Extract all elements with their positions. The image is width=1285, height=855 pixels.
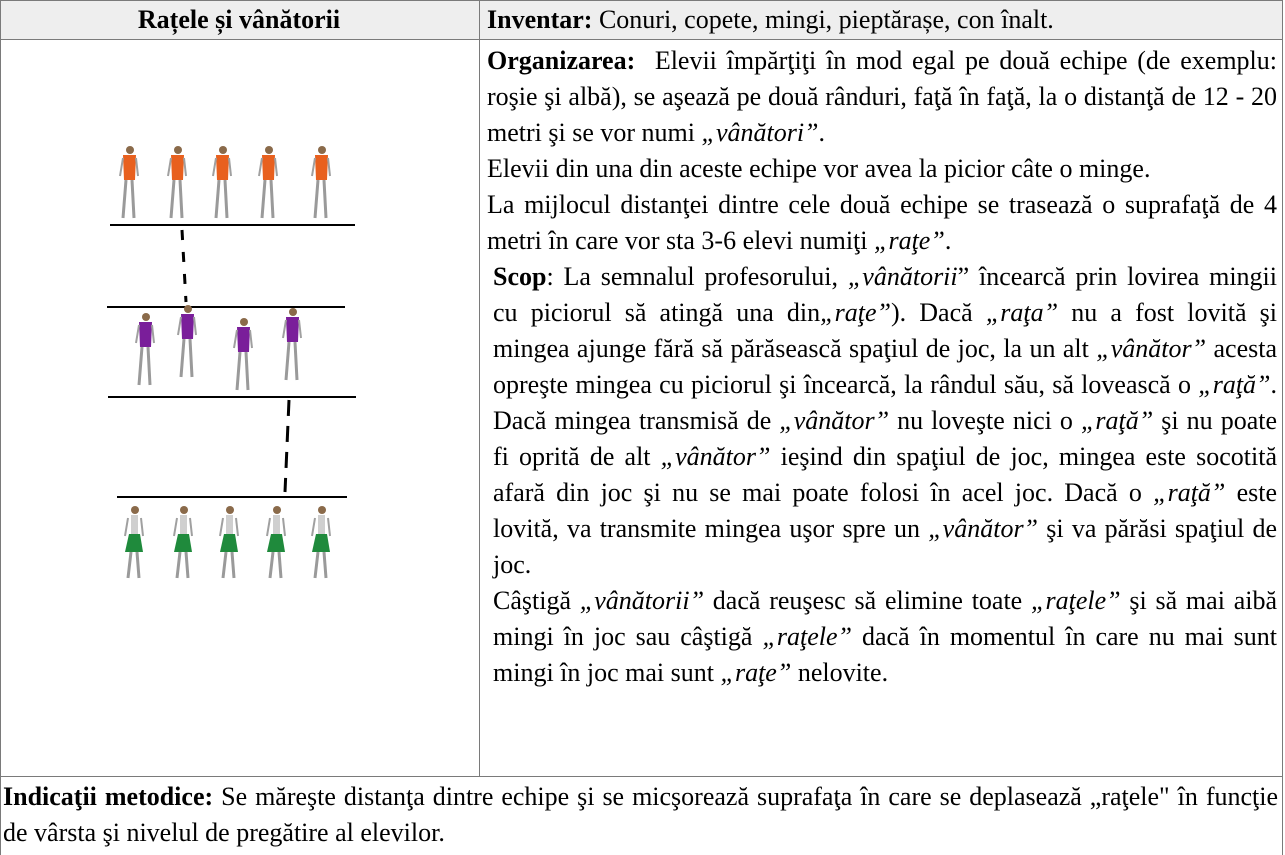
description-cell: Organizarea: Elevii împărţiţi în mod ega… <box>487 43 1277 691</box>
goal-text: este lovită, va transmite mingea uşor sp… <box>493 478 1278 543</box>
organization-text-1-end: . <box>818 118 826 147</box>
field-lines <box>107 224 356 498</box>
hunters-bottom-group <box>124 506 331 579</box>
goal-text: ). Dacă <box>890 298 986 327</box>
table-border-right <box>1282 0 1283 855</box>
goal-paragraph: Scop: La semnalul profesorului, „vânător… <box>487 259 1277 583</box>
duck-figure <box>135 313 155 386</box>
goal-term: „vânător” <box>928 514 1039 543</box>
distance-marker-top <box>180 229 188 303</box>
win-term: „raţele” <box>762 622 853 651</box>
goal-term: „raţe” <box>820 298 891 327</box>
organization-area-paragraph: La mijlocul distanţei dintre cele două e… <box>487 187 1277 259</box>
duck-figure <box>282 308 302 381</box>
column-divider <box>479 0 480 777</box>
duck-figure <box>177 305 197 378</box>
win-term: „raţe” <box>720 658 792 687</box>
organization-term-hunters: „vânători” <box>701 118 819 147</box>
hunter-bottom-figure <box>219 506 239 579</box>
game-field-diagram <box>107 146 356 579</box>
win-paragraph: Câştigă „vânătorii” dacă reuşesc să elim… <box>487 583 1277 691</box>
hunter-top-figure <box>258 146 278 219</box>
inventory-cell: Inventar: Conuri, copete, mingi, pieptăr… <box>487 2 1277 38</box>
distance-marker-bottom <box>283 399 291 493</box>
goal-term: „vânător” <box>779 406 890 435</box>
win-term: „raţele” <box>1031 586 1121 615</box>
organization-ball-paragraph: Elevii din una din aceste echipe vor ave… <box>487 154 1151 183</box>
hunter-top-figure <box>311 146 331 219</box>
organization-paragraph: Organizarea: Elevii împărţiţi în mod ega… <box>487 43 1277 151</box>
win-text: Câştigă <box>493 586 580 615</box>
hunter-top-figure <box>212 146 232 219</box>
hunter-top-figure <box>119 146 139 219</box>
organization-label: Organizarea: <box>487 46 636 75</box>
hunter-bottom-figure <box>311 506 331 579</box>
goal-term: „raţă” <box>1198 370 1271 399</box>
hunter-top-figure <box>167 146 187 219</box>
goal-term: „raţă” <box>1080 406 1154 435</box>
goal-term: „vânătorii <box>847 262 958 291</box>
win-text: nelovite. <box>791 658 889 687</box>
table-border-left <box>0 0 1 855</box>
footer-row-divider <box>0 776 1283 777</box>
goal-text: : La semnalul profesorului, <box>546 262 848 291</box>
organization-text-3-end: . <box>944 226 952 255</box>
win-text: dacă în momentul în care nu mai sunt min… <box>493 622 1277 687</box>
hunters-top-group <box>119 146 331 219</box>
goal-text: nu a fost lovită şi mingea ajunge fără s… <box>493 298 1277 363</box>
goal-term: „vânător” <box>1096 334 1207 363</box>
goal-text: nu loveşte nici o <box>889 406 1081 435</box>
ducks-group <box>135 305 302 391</box>
organization-text-3: La mijlocul distanţei dintre cele două e… <box>487 190 1277 255</box>
goal-term: „raţă” <box>1153 478 1226 507</box>
methodical-notes: Indicaţii metodice: Se măreşte distanţa … <box>3 779 1278 851</box>
goal-label: Scop <box>493 262 547 291</box>
goal-text: ieşind din spaţiul de joc, mingea este s… <box>493 442 1277 507</box>
goal-text: şi nu poate fi oprită de alt <box>493 406 1277 471</box>
goal-text: ” încearcă prin lovirea mingii cu picior… <box>493 262 1277 327</box>
duck-figure <box>233 318 253 391</box>
win-term: „vânătorii” <box>579 586 705 615</box>
hunter-bottom-figure <box>124 506 144 579</box>
game-title: Rațele și vânătorii <box>137 5 341 34</box>
header-row-background <box>1 1 1282 39</box>
goal-term: „vânător” <box>660 442 771 471</box>
inventory-text: Conuri, copete, mingi, pieptărașe, con î… <box>598 5 1054 34</box>
methodical-label: Indicaţii metodice: <box>3 782 214 811</box>
header-row-divider <box>0 39 1283 40</box>
goal-text: şi va părăsi spaţiul de joc. <box>493 514 1277 579</box>
table-border-top <box>0 0 1283 1</box>
goal-text: . Dacă mingea transmisă de <box>493 370 1277 435</box>
methodical-text: Se măreşte distanţa dintre echipe şi se … <box>3 782 1279 847</box>
goal-term: „raţa” <box>985 298 1059 327</box>
organization-term-ducks: „raţe” <box>874 226 945 255</box>
hunter-bottom-figure <box>173 506 193 579</box>
organization-text-1: Elevii împărţiţi în mod egal pe două ech… <box>487 46 1277 147</box>
win-text: dacă reuşesc să elimine toate <box>704 586 1032 615</box>
hunter-bottom-figure <box>266 506 286 579</box>
inventory-label: Inventar: <box>487 5 593 34</box>
methodical-paragraph: Indicaţii metodice: Se măreşte distanţa … <box>3 779 1278 851</box>
goal-text: acesta opreşte mingea cu piciorul şi înc… <box>493 334 1277 399</box>
win-text: şi să mai aibă mingi în joc sau câştigă <box>493 586 1278 651</box>
